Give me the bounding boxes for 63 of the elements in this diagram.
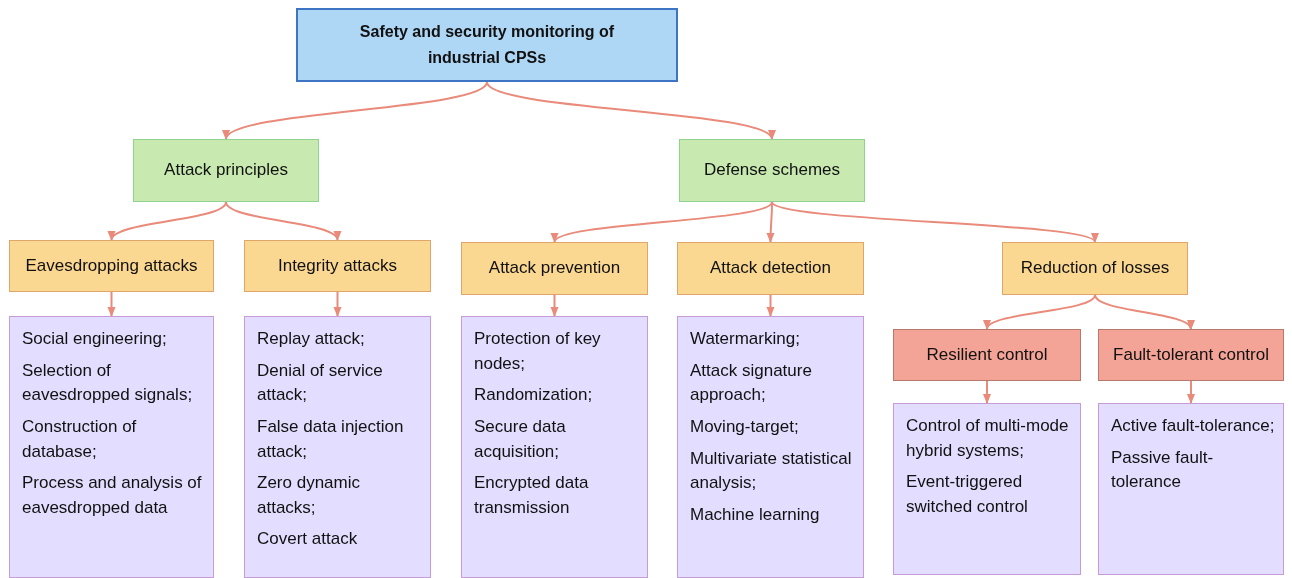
list-item: Denial of service attack; [257, 359, 384, 407]
list-item: Randomization; [474, 384, 593, 407]
method-list-box [461, 316, 648, 578]
title-box [296, 8, 678, 82]
node-label: Safety and security monitoring of industrial CPSs [358, 22, 616, 68]
category-box [244, 240, 431, 292]
node-label: Fault-tolerant control [1113, 344, 1269, 366]
list-item: Attack signature approach; [690, 359, 813, 407]
connector-arrow [771, 201, 1096, 243]
connector-arrow [107, 291, 116, 317]
list-item: Covert attack [257, 528, 358, 551]
list-item: Passive fault-tolerance [1111, 446, 1215, 494]
list-item: Event-triggered switched control [906, 471, 1029, 518]
node-label: Resilient control [926, 344, 1048, 366]
method-list-box [9, 316, 214, 578]
connector-arrow [1094, 294, 1192, 330]
node-label: Defense schemes [703, 160, 841, 181]
connector-arrow [983, 380, 991, 404]
list-item: Moving-target; [690, 415, 799, 438]
node-label: Reduction of losses [1020, 258, 1170, 279]
list-item: Process and analysis of eavesdropped data [22, 472, 203, 519]
method-list-box [244, 316, 431, 578]
list-item: Zero dynamic attacks; [257, 472, 361, 519]
list-item: Replay attack; [257, 328, 365, 350]
method-list-box [893, 403, 1081, 575]
category-box [677, 242, 864, 295]
node-label: Integrity attacks [277, 255, 398, 277]
connector-arrow [553, 201, 773, 243]
connector-arrow [225, 81, 488, 140]
node-label: Eavesdropping attacks [25, 255, 198, 277]
list-item: Multivariate statistical analysis; [690, 447, 853, 495]
connector-arrow [766, 201, 775, 243]
connector-arrow [333, 291, 342, 317]
list-item: Selection of eavesdropped signals; [22, 359, 194, 407]
list-item: Construction of database; [22, 415, 138, 463]
subcategory-box [893, 329, 1081, 381]
subcategory-box [1098, 329, 1284, 381]
category-box [1002, 242, 1188, 295]
connector-arrow [550, 294, 559, 317]
category-box [461, 242, 648, 295]
list-item: Secure data acquisition; [474, 415, 567, 463]
connector-arrow [986, 294, 1096, 330]
list-item: Machine learning [690, 503, 820, 526]
branch-box [679, 139, 865, 202]
connector-arrow [110, 201, 227, 241]
list-item: Encrypted data transmission [474, 472, 590, 519]
method-list-box [677, 316, 864, 578]
connector-arrow [486, 81, 773, 140]
node-label: Attack principles [164, 160, 288, 181]
connector-arrow [766, 294, 775, 317]
list-item: Active fault-tolerance; [1111, 415, 1275, 437]
list-item: Control of multi-mode hybrid systems; [906, 415, 1070, 462]
list-item: Watermarking; [690, 328, 800, 350]
connector-arrow [1187, 380, 1195, 404]
branch-box [133, 139, 319, 202]
node-label: Attack detection [710, 258, 831, 279]
node-label: Attack prevention [488, 258, 621, 279]
list-item: Protection of key nodes; [474, 328, 602, 375]
category-box [9, 240, 214, 292]
list-item: Social engineering; [22, 328, 167, 350]
connector-arrow [225, 201, 339, 241]
method-list-box [1098, 403, 1284, 575]
list-item: False data injection attack; [257, 415, 405, 463]
